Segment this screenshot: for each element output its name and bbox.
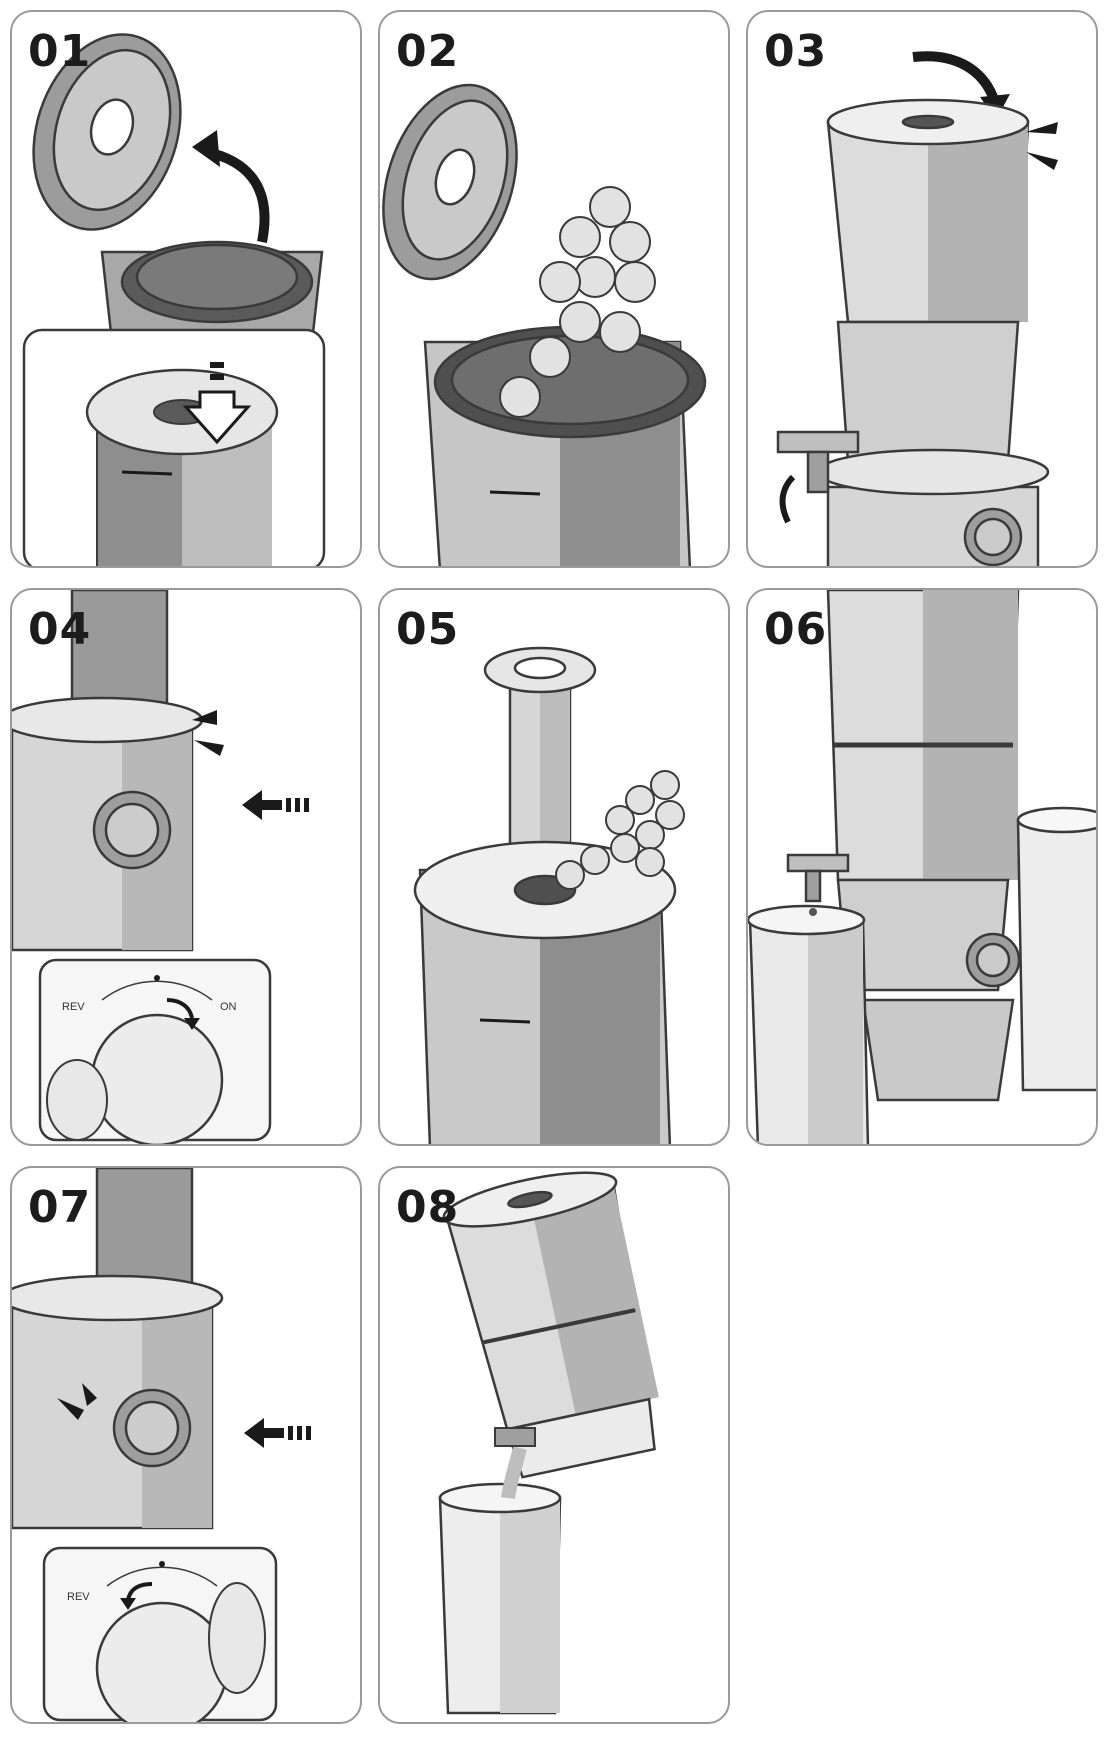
juice-cup: [748, 904, 870, 1144]
step-05-illustration: [413, 646, 685, 1144]
juicer-body: [12, 590, 204, 952]
step-panel-05: 05: [378, 588, 730, 1146]
step-number: 05: [396, 604, 460, 655]
step-08-illustration: [438, 1171, 659, 1715]
lift-arrow-icon: [205, 147, 270, 243]
pusher: [483, 646, 597, 862]
juice-cup: [438, 1482, 562, 1715]
fruit-pieces: [499, 186, 656, 418]
push-arrow-icon: [244, 1418, 311, 1448]
step-01-illustration: [22, 33, 326, 566]
juicer-assembled: [816, 98, 1050, 566]
juicer-assembled: [826, 590, 1021, 1102]
dial-inset: REV ON: [42, 1546, 278, 1722]
dial-on-label: ON: [220, 1001, 237, 1013]
step-06-illustration: [748, 590, 1096, 1144]
dial-rev-label: REV: [67, 1591, 90, 1603]
step-03-illustration: [776, 51, 1058, 566]
step-panel-01: 01: [10, 10, 362, 568]
inset-box: [22, 328, 326, 566]
step-number: 08: [396, 1182, 460, 1233]
fruit-pieces: [555, 770, 685, 890]
step-panel-06: 06: [746, 588, 1098, 1146]
rotate-rev-arrow-icon: [126, 1582, 153, 1601]
juicer-body: [12, 1168, 224, 1530]
tilted-juicer: [442, 1171, 659, 1479]
step-number: 01: [28, 26, 92, 77]
step-number: 02: [396, 26, 460, 77]
juicer-body: [413, 840, 677, 1144]
step-07-illustration: REV ON: [12, 1168, 311, 1722]
step-number: 06: [764, 604, 828, 655]
open-lid: [32, 33, 182, 231]
juice-drop: [809, 908, 817, 916]
step-number: 07: [28, 1182, 92, 1233]
spout: [494, 1427, 536, 1447]
dial-rev-label: REV: [62, 1001, 85, 1013]
step-04-illustration: REV ON: [12, 590, 309, 1144]
juicer-body: [423, 325, 707, 566]
open-lid: [382, 83, 518, 281]
click-marks-icon: [192, 710, 224, 756]
step-panel-02: 02: [378, 10, 730, 568]
step-panel-04: 04 REV ON: [10, 588, 362, 1146]
spout-arrow-icon: [779, 474, 796, 524]
spout: [786, 853, 850, 903]
juicer-bowl: [100, 240, 324, 344]
step-number: 04: [28, 604, 92, 655]
pulp-cup: [1016, 806, 1096, 1092]
dial-inset: REV ON: [38, 958, 272, 1144]
twist-arrow-icon: [912, 51, 998, 100]
rotate-on-arrow-icon: [166, 998, 194, 1019]
spout: [776, 430, 860, 494]
click-marks-icon: [1026, 122, 1058, 170]
click-marks-icon: [57, 1383, 97, 1420]
step-number: 03: [764, 26, 828, 77]
juice-pour: [501, 1446, 527, 1500]
step-02-illustration: [382, 83, 707, 566]
down-arrow-icon: [182, 390, 252, 445]
step-panel-03: 03: [746, 10, 1098, 568]
step-panel-07: 07 REV ON: [10, 1166, 362, 1724]
push-arrow-icon: [242, 790, 309, 820]
step-panel-08: 08: [378, 1166, 730, 1724]
